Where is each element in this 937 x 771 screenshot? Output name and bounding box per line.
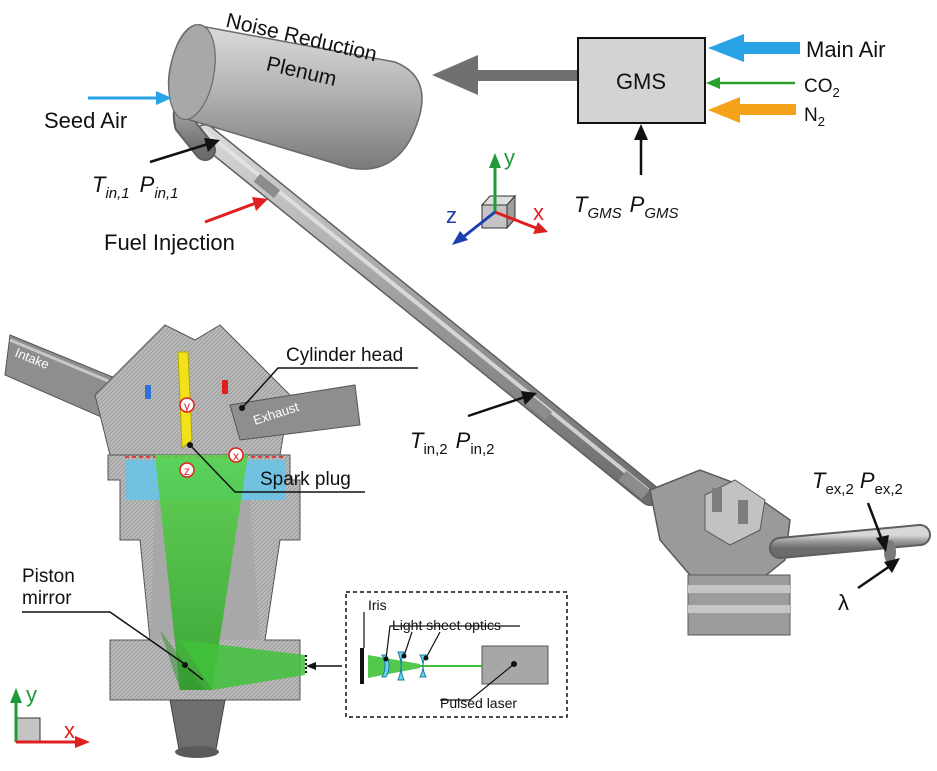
axes-2d-bottom: y x: [10, 682, 90, 748]
axes-3d-top: y x z: [446, 145, 548, 245]
mark-y: y: [184, 399, 190, 413]
co2-arrow: [706, 77, 795, 89]
fuel-injection-label: Fuel Injection: [104, 230, 235, 255]
laser-sheet: [155, 455, 305, 690]
n2-label: N2: [804, 105, 825, 129]
t-gms-arrow: [634, 124, 648, 175]
cylinder-head-dot: [239, 405, 245, 411]
noise-reduction-plenum: Noise Reduction Plenum: [167, 9, 423, 170]
axis-z-label-top: z: [446, 203, 457, 228]
optics-box: [305, 591, 568, 718]
mark-x: x: [233, 449, 239, 463]
intake-pipe: [194, 124, 661, 506]
t-in2-arrow: [467, 391, 537, 418]
mark-z: z: [184, 464, 190, 478]
light-sheet-optics-label: Light sheet optics: [392, 617, 501, 633]
gms-feed-arrow: [432, 55, 578, 95]
main-air-arrow: [708, 34, 800, 62]
axis-y-label-bottom: y: [26, 682, 37, 707]
gms-label: GMS: [616, 69, 666, 94]
axis-y-label-top: y: [504, 145, 515, 170]
seed-air-label: Seed Air: [44, 108, 127, 133]
main-air-label: Main Air: [806, 37, 885, 62]
piston-mirror-label: Piston: [22, 566, 75, 587]
axis-x-label-bottom: x: [64, 718, 75, 743]
lambda-label: λ: [838, 590, 849, 615]
coordinate-marks: y x z: [179, 397, 244, 478]
seed-air-arrow: [88, 91, 172, 105]
piston-mirror-label-line2: mirror: [22, 588, 72, 609]
engine-assembly: [649, 469, 931, 636]
t-ex2-arrow: [866, 502, 889, 552]
t-in1-arrow: [149, 138, 220, 164]
spark-plug-leader: [189, 444, 365, 493]
co2-label: CO2: [804, 76, 840, 100]
spark-plug-label: Spark plug: [260, 469, 351, 490]
spark-plug-dot: [187, 442, 193, 448]
axis-x-label-top: x: [533, 200, 544, 225]
cylinder-head-leader: [241, 367, 418, 409]
piston-mirror-leader: [22, 611, 187, 666]
fuel-injection-arrow: [204, 197, 268, 224]
lambda-arrow: [857, 558, 900, 590]
n2-arrow: [708, 97, 796, 123]
pulsed-laser-label: Pulsed laser: [440, 695, 517, 711]
cylinder-head-label: Cylinder head: [286, 345, 403, 366]
iris-label: Iris: [368, 597, 387, 613]
gms-box: GMS: [577, 37, 706, 124]
